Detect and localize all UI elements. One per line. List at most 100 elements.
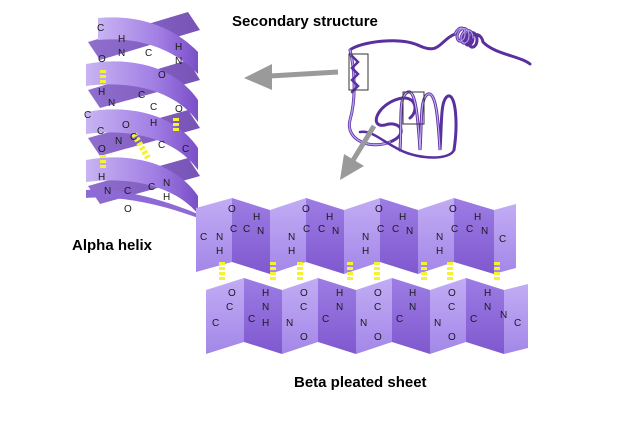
sheet-pleat xyxy=(430,278,466,354)
atom-oxygen: O xyxy=(448,332,456,343)
atom-carbon: C xyxy=(499,234,506,245)
sheet-pleat xyxy=(344,198,380,274)
atom-carbon: C xyxy=(243,224,250,235)
sheet-bottom-atoms: O H C N C C H O H C N N C O O H C N N C … xyxy=(212,288,521,343)
atom-hydrogen: H xyxy=(474,212,481,223)
atom-oxygen: O xyxy=(300,332,308,343)
atom-nitrogen: N xyxy=(434,318,441,329)
protein-hairpin xyxy=(398,90,458,152)
atom-nitrogen: N xyxy=(500,310,507,321)
atom-nitrogen: N xyxy=(104,186,111,197)
sheet-pleat xyxy=(270,198,306,274)
atom-carbon: C xyxy=(148,182,155,193)
atom-carbon: C xyxy=(230,224,237,235)
atom-hydrogen: H xyxy=(98,87,105,98)
helix-atoms: C H N C H N O O H N C C O C O H C N C C … xyxy=(84,23,189,215)
atom-hydrogen: H xyxy=(336,288,343,299)
atom-hydrogen: H xyxy=(98,172,105,183)
sheet-pleat xyxy=(244,278,282,354)
sheet-pleat xyxy=(356,278,392,354)
atom-carbon: C xyxy=(182,144,189,155)
protein-helix-coil xyxy=(454,27,474,44)
atom-oxygen: O xyxy=(375,204,383,215)
sheet-hydrogen-bonds xyxy=(219,262,500,280)
atom-carbon: C xyxy=(514,318,521,329)
atom-nitrogen: N xyxy=(436,232,443,243)
helix-front-strand xyxy=(86,157,198,214)
atom-oxygen: O xyxy=(374,332,382,343)
atom-oxygen: O xyxy=(98,54,106,65)
atom-nitrogen: N xyxy=(332,226,339,237)
atom-carbon: C xyxy=(124,186,131,197)
sheet-pleat xyxy=(392,278,430,354)
atom-hydrogen: H xyxy=(326,212,333,223)
sheet-pleat xyxy=(306,198,344,274)
atom-carbon: C xyxy=(97,23,104,34)
atom-hydrogen: H xyxy=(484,288,491,299)
atom-hydrogen: H xyxy=(399,212,406,223)
helix-hydrogen-bonds xyxy=(100,70,179,170)
atom-nitrogen: N xyxy=(406,226,413,237)
atom-carbon: C xyxy=(158,140,165,151)
atom-nitrogen: N xyxy=(484,302,491,313)
atom-oxygen: O xyxy=(300,288,308,299)
atom-carbon: C xyxy=(212,318,219,329)
atom-carbon: C xyxy=(392,224,399,235)
atom-carbon: C xyxy=(377,224,384,235)
atom-hydrogen: H xyxy=(216,246,223,257)
beta-sheet-top-strand xyxy=(196,198,516,274)
atom-hydrogen: H xyxy=(253,212,260,223)
atom-hydrogen: H xyxy=(175,42,182,53)
sheet-pleat xyxy=(454,198,494,274)
atom-oxygen: O xyxy=(374,288,382,299)
atom-oxygen: O xyxy=(228,288,236,299)
helix-front-strand xyxy=(98,17,198,75)
protein-zigzag xyxy=(350,54,360,94)
atom-carbon: C xyxy=(451,224,458,235)
sheet-pleat xyxy=(318,278,356,354)
alpha-helix-ribbon xyxy=(86,12,200,218)
sheet-top-atoms: O H C N C C N H O H N C C N H O H N C C … xyxy=(200,204,506,257)
atom-nitrogen: N xyxy=(362,232,369,243)
atom-oxygen: O xyxy=(448,288,456,299)
atom-carbon: C xyxy=(448,302,455,313)
atom-carbon: C xyxy=(200,232,207,243)
atom-nitrogen: N xyxy=(118,48,125,59)
atom-hydrogen: H xyxy=(163,192,170,203)
arrow-to-alpha-helix xyxy=(244,64,339,90)
atom-nitrogen: N xyxy=(108,98,115,109)
protein-ribbon xyxy=(347,26,532,159)
atom-oxygen: O xyxy=(228,204,236,215)
atom-hydrogen: H xyxy=(262,318,269,329)
helix-front-strand xyxy=(86,61,198,122)
protein-helix-coil xyxy=(453,26,532,66)
sheet-pleat xyxy=(196,198,232,272)
atom-hydrogen: H xyxy=(288,246,295,257)
sheet-pleat xyxy=(206,278,244,354)
atom-nitrogen: N xyxy=(115,136,122,147)
beta-sheet-bottom-strand xyxy=(206,278,528,354)
arrow-to-beta-sheet xyxy=(340,124,377,180)
atom-oxygen: O xyxy=(158,70,166,81)
atom-carbon: C xyxy=(396,314,403,325)
atom-hydrogen: H xyxy=(362,246,369,257)
atom-nitrogen: N xyxy=(163,178,170,189)
atom-oxygen: O xyxy=(98,144,106,155)
atom-carbon: C xyxy=(145,48,152,59)
atom-hydrogen: H xyxy=(409,288,416,299)
atom-nitrogen: N xyxy=(336,302,343,313)
atom-carbon: C xyxy=(303,224,310,235)
atom-hydrogen: H xyxy=(150,118,157,129)
atom-carbon: C xyxy=(466,224,473,235)
atom-oxygen: O xyxy=(175,104,183,115)
sheet-region-box xyxy=(402,91,425,125)
atom-carbon: C xyxy=(300,302,307,313)
atom-nitrogen: N xyxy=(262,302,269,313)
atom-carbon: C xyxy=(84,110,91,121)
atom-oxygen: O xyxy=(122,120,130,131)
atom-oxygen: O xyxy=(302,204,310,215)
atom-nitrogen: N xyxy=(175,56,182,67)
sheet-pleat xyxy=(466,278,504,354)
atom-carbon: C xyxy=(138,90,145,101)
